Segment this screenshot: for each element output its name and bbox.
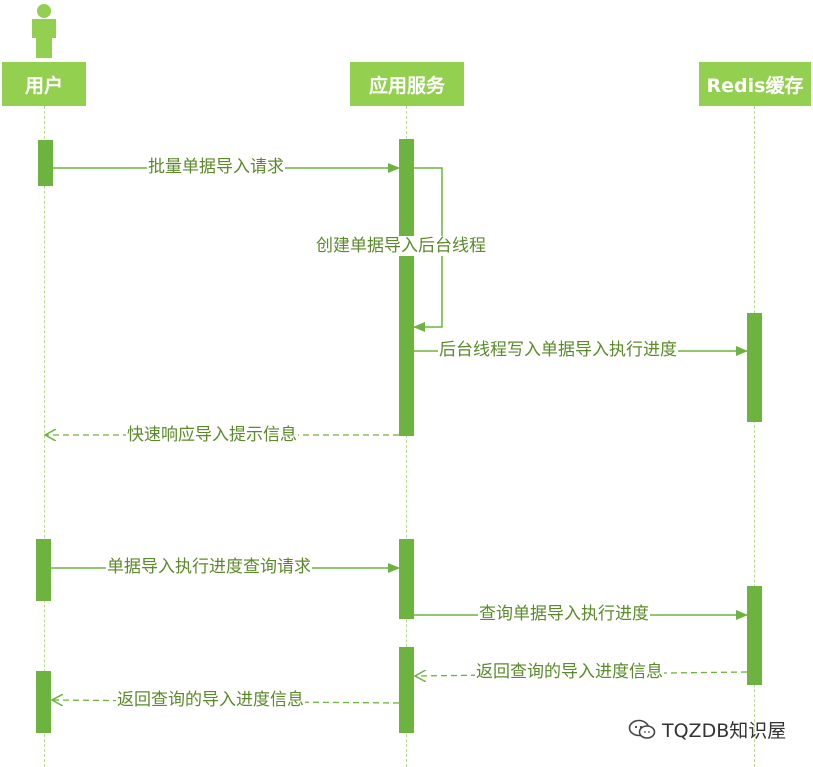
message-4-label: 快速响应导入提示信息 [126, 425, 298, 445]
lifeline-redis-cache [754, 106, 755, 767]
message-6-label: 查询单据导入执行进度 [478, 604, 650, 624]
wechat-icon [628, 719, 656, 739]
message-5-label: 单据导入执行进度查询请求 [106, 557, 312, 577]
message-7-label: 返回查询的导入进度信息 [475, 662, 664, 682]
activation-user-1 [38, 140, 53, 186]
watermark-text: TQZDB知识屋 [662, 720, 787, 742]
message-1-label: 批量单据导入请求 [147, 157, 285, 177]
activation-redis-1 [747, 313, 762, 422]
user-actor-icon [32, 4, 56, 58]
participant-redis-cache: Redis缓存 [699, 62, 811, 106]
message-7-arrow [415, 672, 748, 676]
message-2-label: 创建单据导入后台线程 [315, 236, 487, 256]
message-3-label: 后台线程写入单据导入执行进度 [438, 340, 678, 360]
activation-redis-2 [747, 586, 762, 685]
activation-app-2 [399, 539, 414, 619]
activation-user-2 [36, 539, 51, 601]
activation-app-1 [399, 139, 414, 436]
participant-app-service: 应用服务 [350, 62, 464, 106]
activation-user-3 [36, 671, 51, 733]
message-8-label: 返回查询的导入进度信息 [116, 690, 305, 710]
participant-user: 用户 [2, 62, 86, 106]
activation-app-3 [399, 647, 414, 733]
watermark: TQZDB知识屋 [628, 716, 786, 743]
lifeline-app-service [406, 106, 407, 767]
